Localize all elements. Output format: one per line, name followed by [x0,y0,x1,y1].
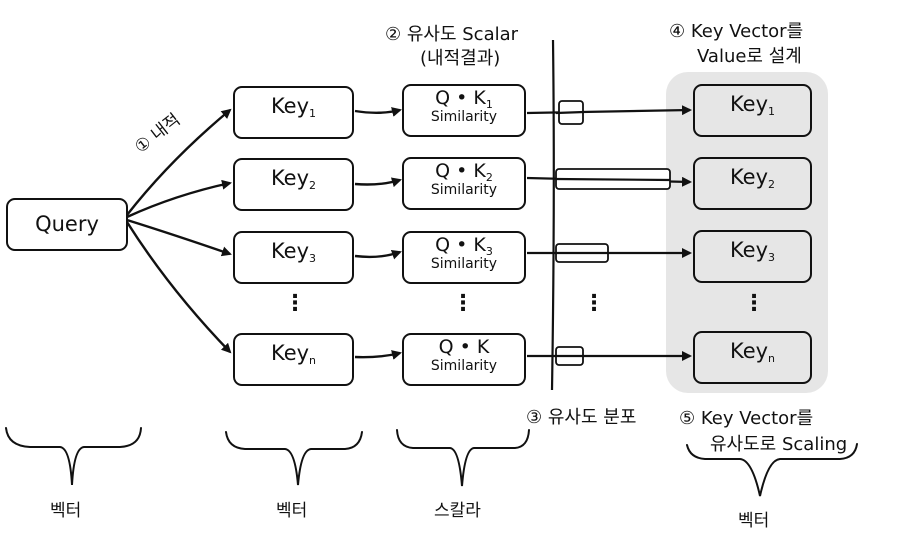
value-sub-1: 1 [768,105,776,118]
value-sub-2: 2 [768,178,776,191]
value-box-3: Key3 [693,230,812,283]
brace-label-query: 벡터 [50,501,82,521]
value-name-3: Key [729,238,769,262]
query-to-key-arrows [125,108,232,354]
key-box-n: Keyn [233,333,354,386]
brace-keys [225,431,363,486]
brace-label-keys: 벡터 [276,501,308,521]
brace-label-values: 벡터 [738,511,770,531]
similarity-label-1: Similarity [430,109,498,125]
key-name-n: Key [270,341,310,365]
step3-label: ③ 유사도 분포 [526,407,637,428]
step4-line1: ④ Key Vector를 [669,21,804,42]
brace-label-similarity: 스칼라 [434,501,481,521]
similarity-expr-3: Q • K [435,234,486,256]
query-label: Query [35,212,99,236]
key-box-1: Key1 [233,86,354,139]
value-name-n: Key [729,339,769,363]
key-sub-1: 1 [309,107,317,120]
query-box: Query [6,198,128,251]
similarity-label-2: Similarity [430,182,498,198]
brace-values [686,443,858,497]
arrow-query-keyn [125,221,232,354]
step5-line2: 유사도로 Scaling [710,434,848,455]
similarity-expr-1: Q • K [435,87,486,109]
similarity-box-n: Q • K Similarity [402,333,526,386]
similarity-sub-1: 1 [485,98,493,111]
key-sub-n: n [309,354,317,367]
similarity-label-n: Similarity [430,358,498,374]
distribution-line [550,39,555,391]
similarity-sub-2: 2 [485,171,493,184]
value-sub-3: 3 [768,251,776,264]
arrow-key2-sim2 [354,177,402,188]
arrow-query-key1 [126,108,232,216]
value-box-n: Keyn [693,331,812,384]
key-name-2: Key [270,166,310,190]
step5-line1: ⑤ Key Vector를 [679,408,814,429]
key-name-1: Key [270,94,310,118]
key-sub-3: 3 [309,252,317,265]
value-name-1: Key [729,92,769,116]
step2-line1: ② 유사도 Scalar [385,24,519,45]
distribution-ellipsis: ⋮ [583,291,605,316]
key-name-3: Key [270,239,310,263]
value-sub-n: n [768,352,776,365]
key-box-3: Key3 [233,231,354,284]
braces [5,427,858,497]
key-box-2: Key2 [233,158,354,211]
similarity-expr-n: Q • K [438,336,490,358]
similarity-box-1: Q • K1 Similarity [402,84,526,137]
step2-line2: (내적결과) [420,48,501,69]
key-ellipsis: ⋮ [284,291,306,316]
similarity-sub-3: 3 [485,245,493,258]
similarity-to-value-arrows [526,105,692,361]
brace-query [5,427,142,486]
value-name-2: Key [729,165,769,189]
arrow-sim1-value1 [526,105,692,116]
similarity-expr-2: Q • K [435,160,486,182]
arrow-query-key2 [126,179,232,219]
value-box-1: Key1 [693,84,812,137]
arrow-key3-sim3 [354,249,402,260]
key-to-similarity-arrows [354,107,402,360]
key-sub-2: 2 [309,179,317,192]
arrow-keyn-simn [354,350,402,360]
brace-similarity [396,429,530,487]
step4-line2: Value로 설계 [697,46,802,67]
similarity-label-3: Similarity [430,256,498,272]
similarity-box-2: Q • K2 Similarity [402,157,526,210]
arrow-overlay [555,110,671,358]
arrow-key1-sim1 [354,107,402,117]
similarity-box-3: Q • K3 Similarity [402,231,526,284]
value-box-2: Key2 [693,157,812,210]
value-ellipsis: ⋮ [743,291,765,316]
arrow-query-key3 [126,218,232,257]
distribution-weight-bars [555,100,671,366]
similarity-ellipsis: ⋮ [452,291,474,316]
